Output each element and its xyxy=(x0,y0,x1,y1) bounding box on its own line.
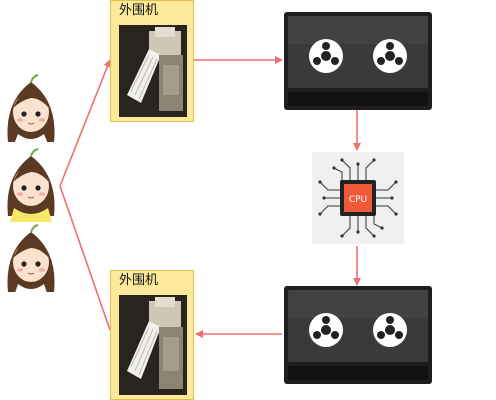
reel-icon-right xyxy=(373,39,407,73)
reel-icon-right xyxy=(373,313,407,347)
cpu-chip-icon: CPU xyxy=(318,158,398,238)
line-users-to-bottom-peripheral xyxy=(59,185,111,331)
printer-photo-bottom xyxy=(119,295,187,395)
tape-deck-bottom xyxy=(284,286,432,384)
cpu-chip-label: CPU xyxy=(349,195,367,205)
cpu-panel: CPU xyxy=(312,152,404,244)
peripheral-label-bottom: 外围机 xyxy=(119,273,159,288)
peripheral-box-bottom: 外围机 xyxy=(110,270,194,400)
printer-photo-top xyxy=(119,25,187,117)
user-avatar-1 xyxy=(2,72,60,152)
reel-icon-left xyxy=(309,39,343,73)
tape-deck-top xyxy=(284,12,432,110)
peripheral-box-top: 外围机 xyxy=(110,0,194,122)
reel-icon-left xyxy=(309,313,343,347)
user-avatar-2 xyxy=(2,146,60,226)
arrow-users-to-top-peripheral xyxy=(59,59,112,187)
user-avatar-3 xyxy=(2,222,60,302)
peripheral-label-top: 外围机 xyxy=(119,3,159,18)
